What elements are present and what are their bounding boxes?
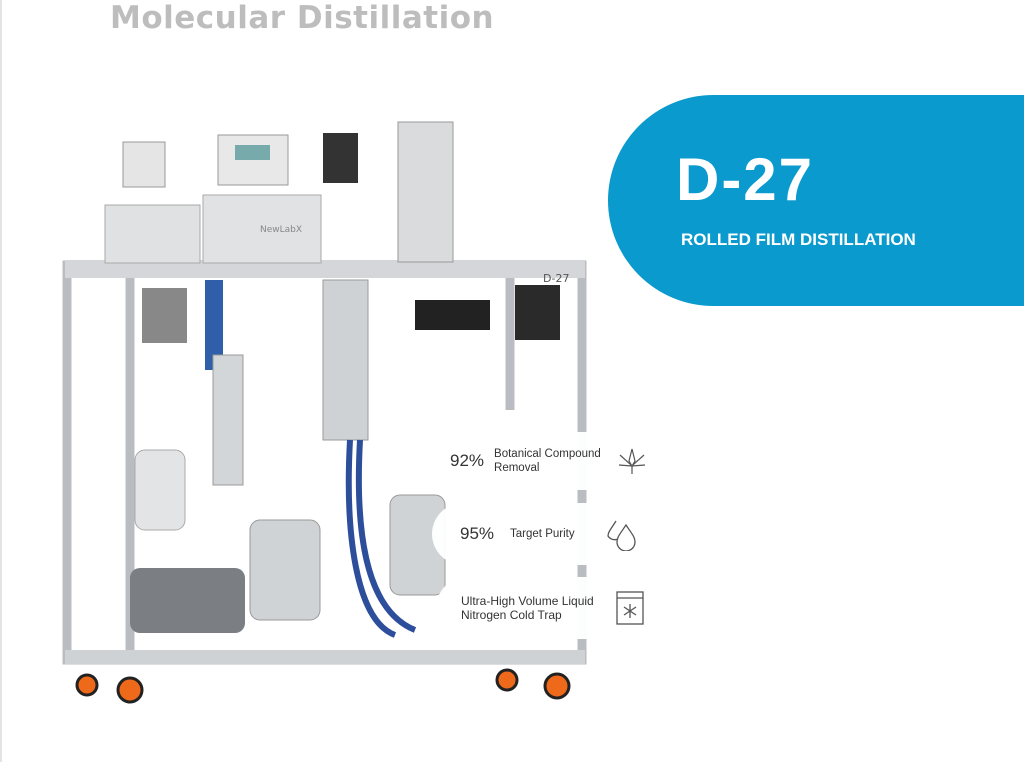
feature-card: 95% Target Purity xyxy=(432,503,653,565)
feature-value: 92% xyxy=(450,451,485,470)
feature-card: 92% Botanical Compound Removal xyxy=(438,432,653,490)
cannabis-leaf-icon xyxy=(618,448,646,474)
frame-label: D-27 xyxy=(543,272,569,285)
feature-label: Botanical Compound Removal xyxy=(494,448,601,474)
snowflake-freezer-icon xyxy=(616,591,644,625)
brand-label: NewLabX xyxy=(260,225,302,235)
feature-label: Target Purity xyxy=(510,528,575,540)
model-name: D-27 xyxy=(676,146,815,213)
page-title: Molecular Distillation xyxy=(110,0,495,36)
feature-value: 95% xyxy=(460,524,495,543)
droplets-icon xyxy=(607,520,636,551)
feature-label: Ultra-High Volume Liquid Nitrogen Cold T… xyxy=(461,594,594,622)
model-banner: D-27 ROLLED FILM DISTILLATION xyxy=(608,95,1024,306)
left-border xyxy=(0,0,2,762)
distillation-machine-image: D-27 NewLabX xyxy=(62,121,587,704)
feature-card: Ultra-High Volume Liquid Nitrogen Cold T… xyxy=(436,577,653,639)
model-subtitle: ROLLED FILM DISTILLATION xyxy=(681,230,916,249)
